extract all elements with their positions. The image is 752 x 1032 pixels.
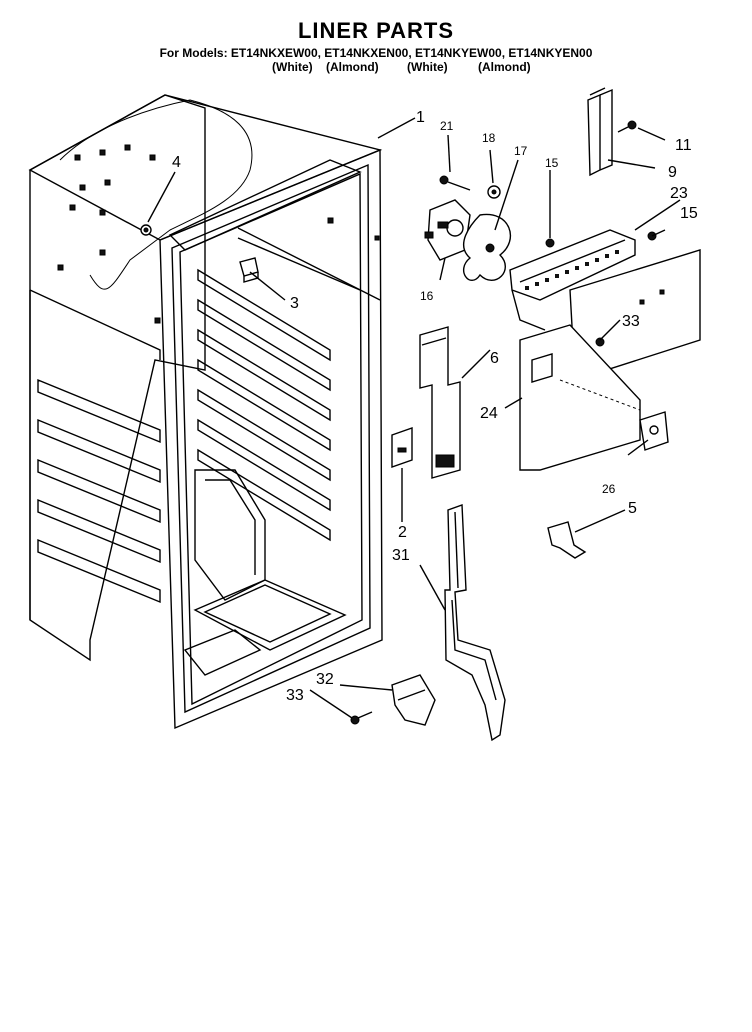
part-21-screw — [439, 175, 471, 191]
part-3-bracket — [239, 257, 259, 283]
callout-33a: 33 — [622, 313, 640, 330]
callout-1: 1 — [416, 109, 425, 126]
part-15-screw-a — [545, 238, 555, 248]
part-5-bracket — [547, 521, 587, 559]
callout-31: 31 — [392, 547, 410, 564]
liner-cabinet — [28, 94, 383, 730]
diagram-header: LINER PARTS For Models: ET14NKXEW00, ET1… — [0, 18, 752, 76]
fan-motor-assembly — [424, 199, 511, 282]
callout-21: 21 — [440, 119, 454, 133]
callout-15b: 15 — [680, 205, 698, 222]
part-11-screw — [617, 120, 637, 133]
callout-3: 3 — [290, 295, 299, 312]
callout-4: 4 — [172, 154, 181, 171]
color-labels: (White) (Almond) (White) (Almond) — [0, 60, 752, 76]
callout-11: 11 — [675, 137, 692, 154]
part-33-screw-upper — [595, 337, 605, 347]
callout-5: 5 — [628, 500, 637, 517]
part-32-clip — [391, 674, 436, 726]
color-label: (Almond) — [478, 60, 531, 74]
part-18-nut — [487, 185, 501, 199]
callout-33b: 33 — [286, 687, 304, 704]
part-31-channel — [444, 504, 506, 742]
part-4-grommet — [140, 224, 152, 236]
color-label: (White) — [272, 60, 313, 74]
callout-26: 26 — [602, 482, 616, 496]
callout-15a: 15 — [545, 156, 559, 170]
part-24-plate — [519, 324, 641, 471]
part-9-rod — [587, 87, 613, 177]
part-23-cover — [509, 229, 636, 331]
callout-24: 24 — [480, 405, 498, 422]
part-2-pad — [391, 427, 413, 468]
callout-9: 9 — [668, 164, 677, 181]
callout-32: 32 — [316, 671, 334, 688]
callout-2: 2 — [398, 524, 407, 541]
page-title: LINER PARTS — [297, 18, 455, 43]
color-label: (White) — [407, 60, 448, 74]
callout-18: 18 — [482, 131, 496, 145]
part-33-screw-lower — [350, 711, 373, 725]
callout-6: 6 — [490, 350, 499, 367]
models-line: For Models: ET14NKXEW00, ET14NKXEN00, ET… — [159, 46, 593, 60]
part-6-duct — [419, 326, 461, 479]
callout-17: 17 — [514, 144, 528, 158]
part-26-label — [639, 411, 669, 451]
callout-16: 16 — [420, 289, 434, 303]
callout-leaders — [147, 117, 681, 719]
callout-23: 23 — [670, 185, 688, 202]
color-label: (Almond) — [326, 60, 379, 74]
